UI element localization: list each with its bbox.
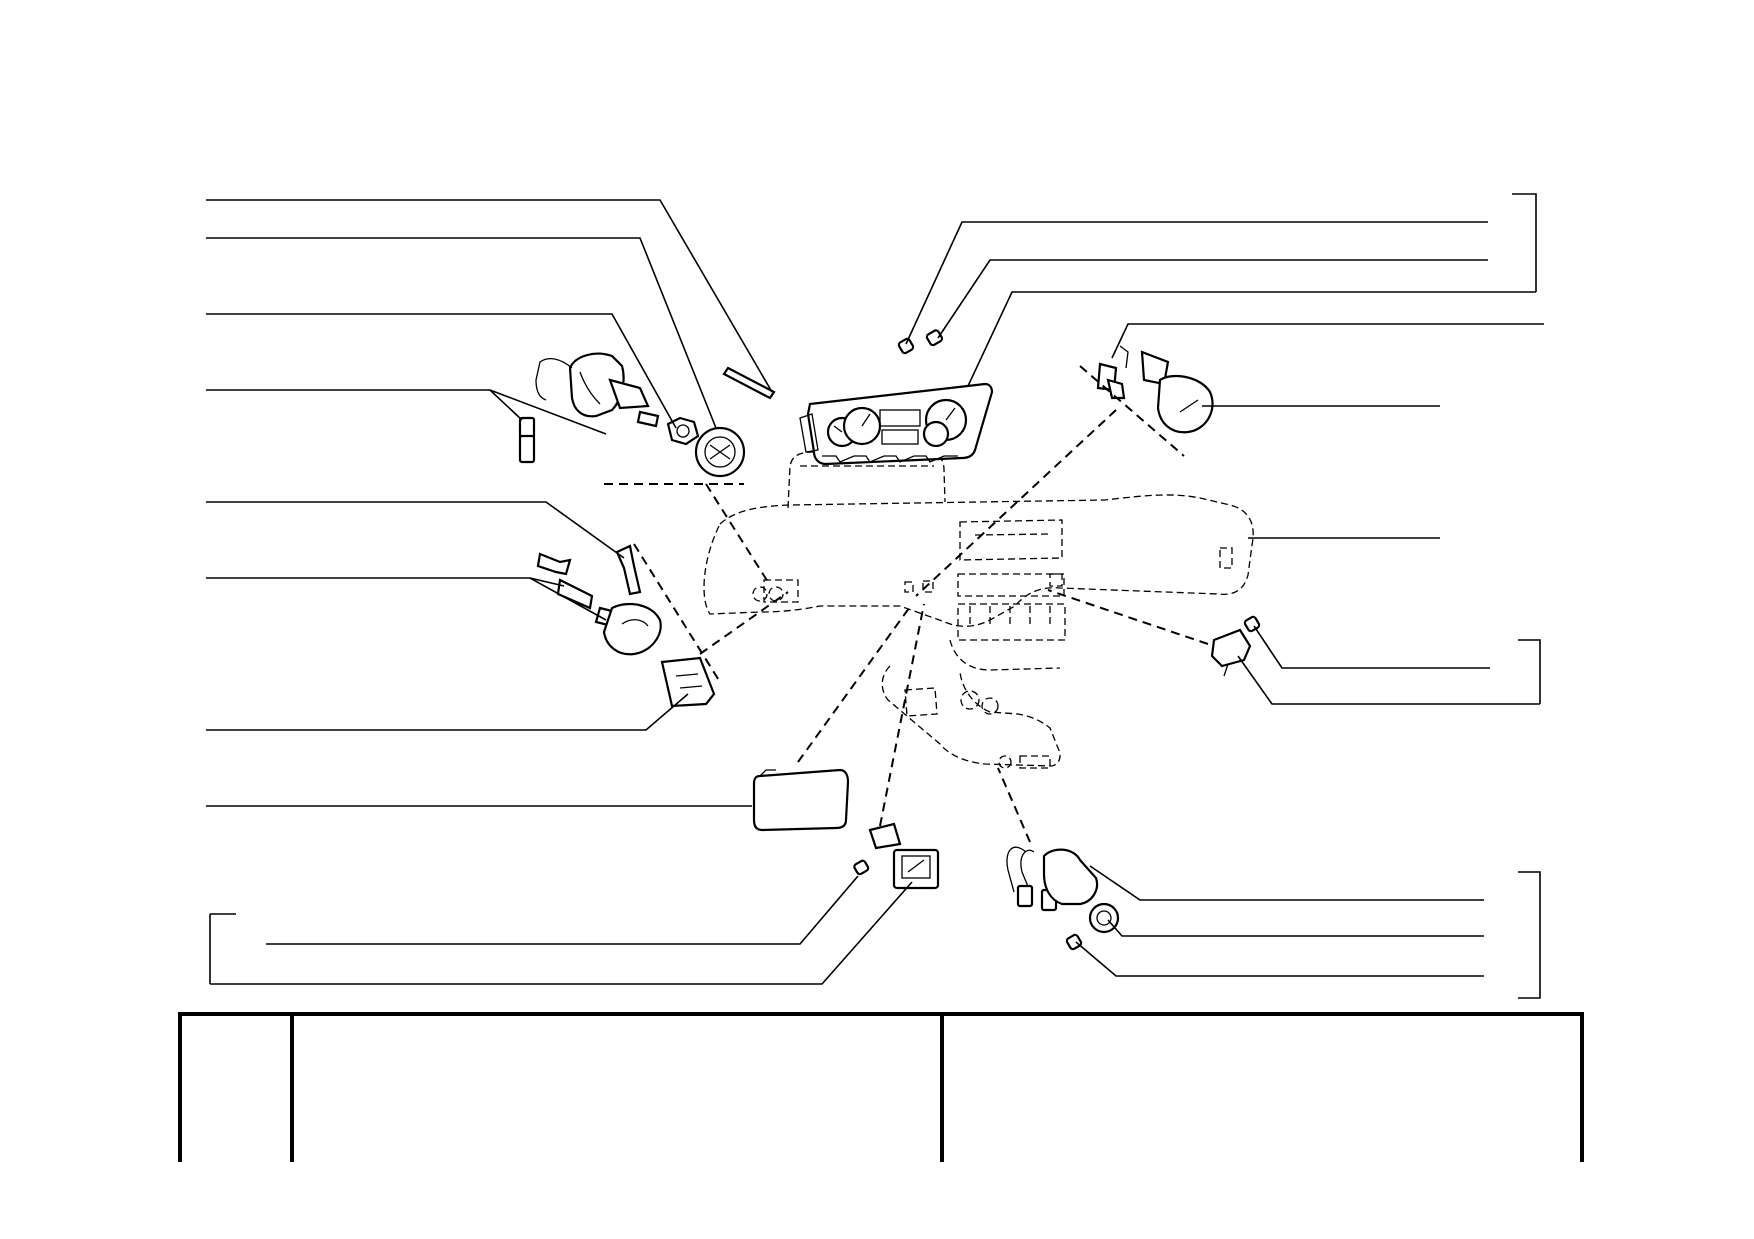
cigar-lighter [1006,846,1120,934]
headlamp-switch-assembly [518,352,660,464]
title-block-frame [178,1012,1584,1162]
group-bracket-dashes [604,365,1185,683]
cluster-bulb-2 [925,329,944,347]
lighter-bulb [1065,933,1083,951]
bezel-plate [660,656,716,708]
rocker-switch [868,822,940,890]
fitting-arrows [699,409,1209,843]
leader-lines [206,193,1544,999]
instrument-cluster [799,382,994,466]
dimmer-switch [536,552,662,656]
cluster-bulb-1 [897,337,915,355]
hazard-bulb [1243,615,1261,633]
switch-nut [666,416,700,446]
dashboard-assembly [703,451,1254,769]
switch-bulb [853,859,870,876]
switch-knob [694,426,746,478]
warning-switch-assembly [1096,345,1214,434]
hazard-switch [1210,628,1252,677]
clip [615,544,642,596]
speedometer-cable-pin [722,366,776,400]
blank-cover [752,768,850,832]
